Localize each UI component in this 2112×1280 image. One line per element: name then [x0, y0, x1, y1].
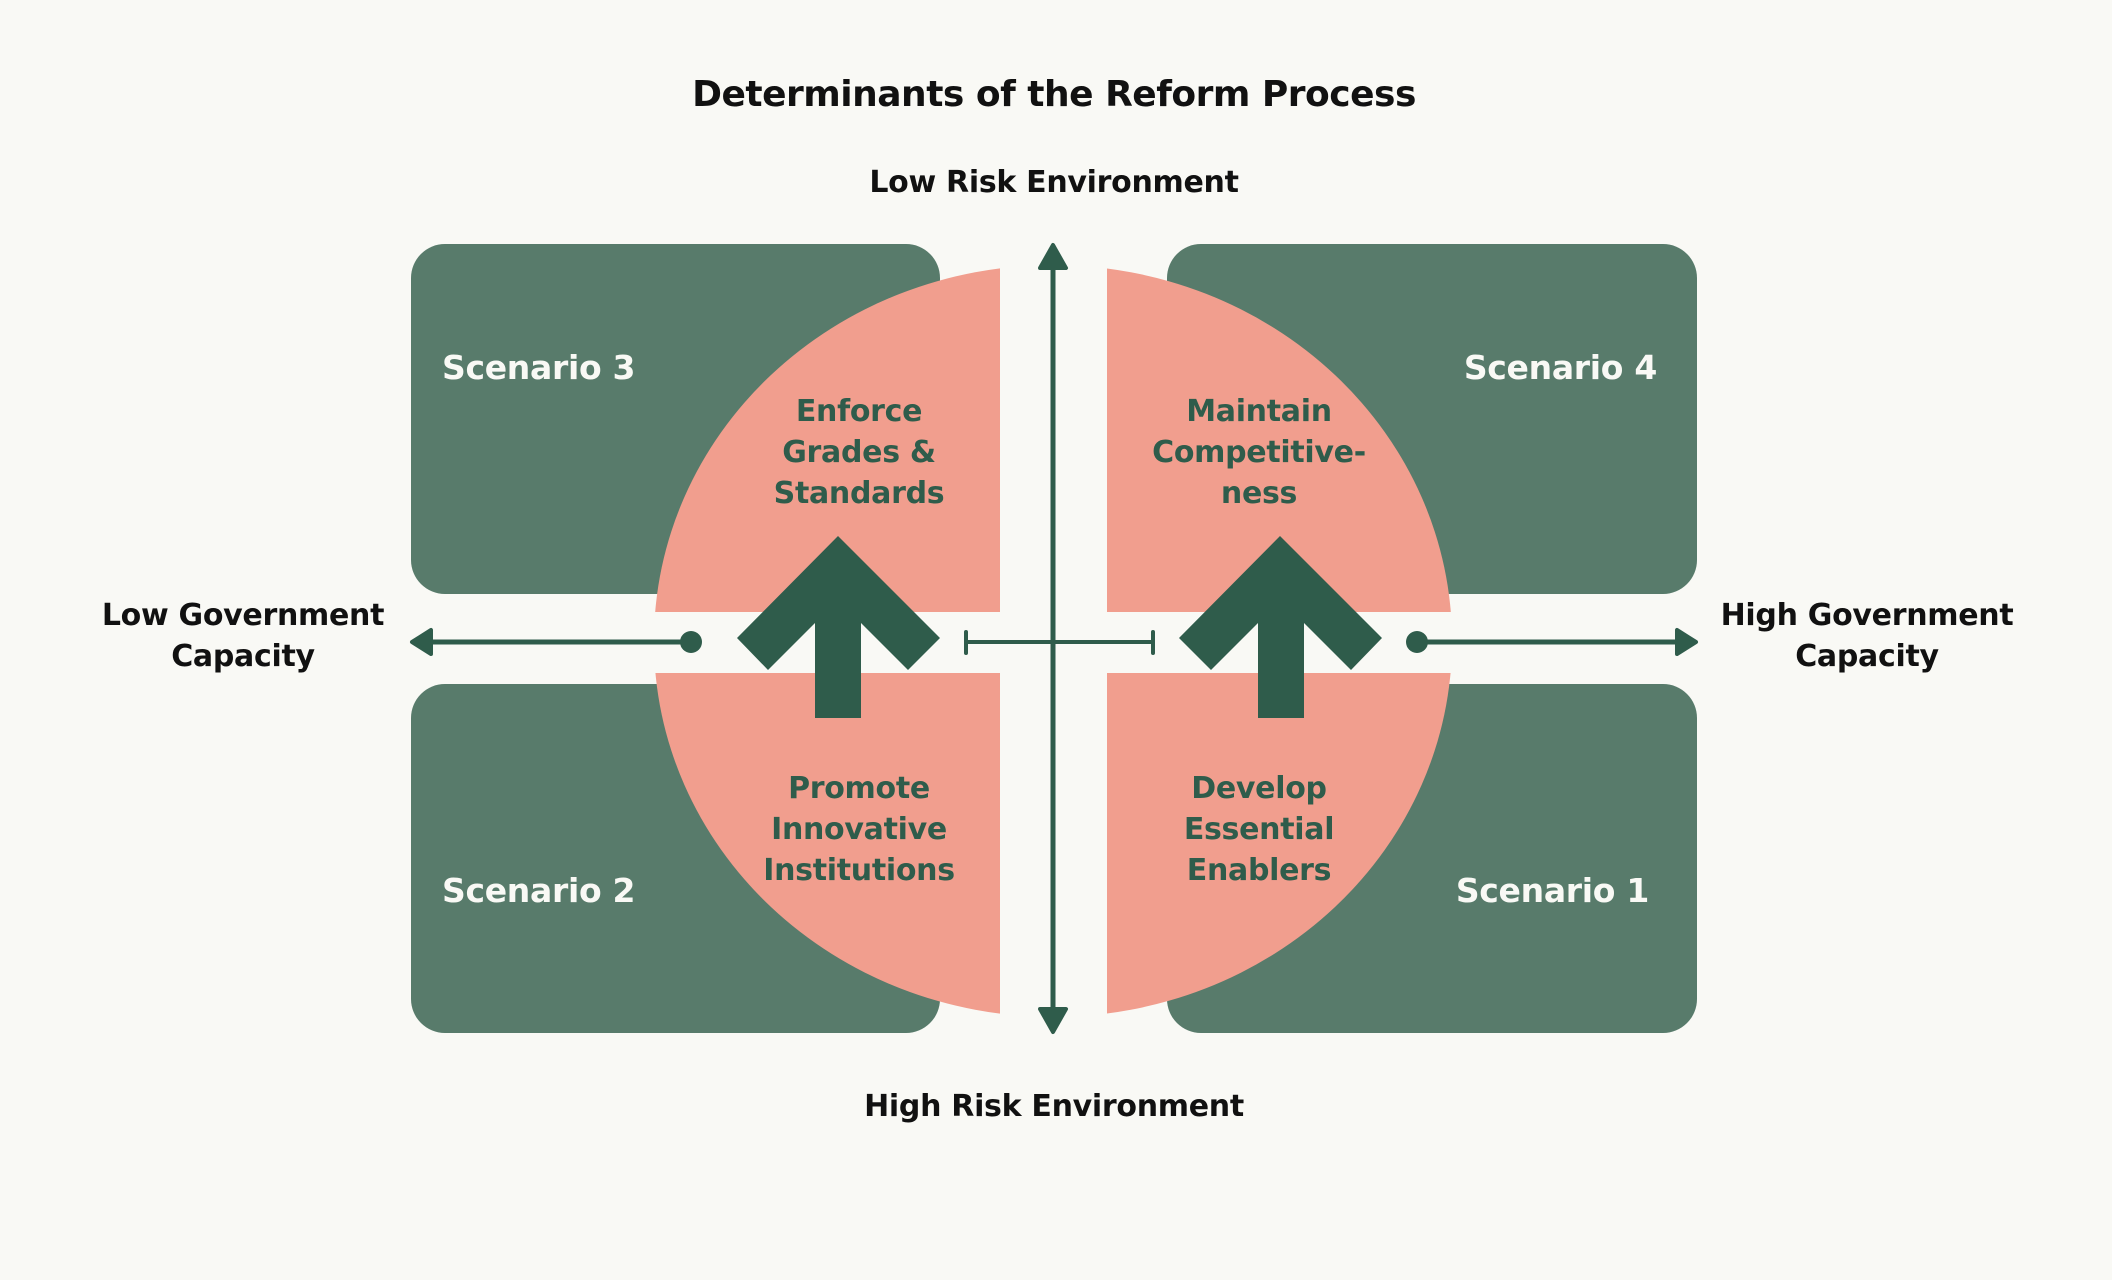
axis-label-top: Low Risk Environment [869, 165, 1238, 200]
scenario-label-4: Scenario 4 [1464, 348, 1657, 387]
axis-dot-icon [1406, 631, 1428, 653]
strategy-line: ness [1221, 476, 1297, 511]
arrow-right-icon [1675, 628, 1698, 656]
strategy-text-top-right: Maintain Competitive- ness [1152, 394, 1366, 511]
strategy-line: Enforce [796, 394, 922, 429]
arrow-up-icon [1038, 243, 1068, 270]
axis-label-left-line-1: Low Government [102, 598, 384, 633]
arrow-left-icon [410, 628, 433, 656]
strategy-text-bottom-left: Promote Innovative Institutions [763, 771, 955, 888]
strategy-quadrant-top-right [1107, 268, 1451, 612]
axis-label-right-line-1: High Government [1721, 598, 2014, 633]
center-range-bar [964, 630, 1155, 655]
strategy-line: Institutions [763, 853, 955, 888]
axis-label-left-line-2: Capacity [171, 639, 315, 674]
axis-dot-icon [680, 631, 702, 653]
risk-axis [1038, 243, 1068, 1034]
strategy-line: Develop [1191, 771, 1326, 806]
progress-arrow-up-icon-right [1179, 536, 1382, 718]
strategy-line: Essential [1184, 812, 1334, 847]
strategy-line: Maintain [1186, 394, 1332, 429]
capacity-axis-left [410, 628, 702, 656]
strategy-line: Innovative [771, 812, 947, 847]
strategy-line: Standards [774, 476, 945, 511]
strategy-text-top-left: Enforce Grades & Standards [774, 394, 945, 511]
strategy-line: Competitive- [1152, 435, 1366, 470]
strategy-line: Promote [788, 771, 930, 806]
strategy-quadrant-bottom-right [1107, 673, 1451, 1014]
diagram-title: Determinants of the Reform Process [692, 74, 1416, 115]
scenario-label-3: Scenario 3 [442, 348, 635, 387]
scenario-label-1: Scenario 1 [1456, 871, 1649, 910]
strategy-quadrant-bottom-left [655, 673, 1000, 1014]
axis-label-bottom: High Risk Environment [864, 1089, 1244, 1124]
strategy-line: Enablers [1187, 853, 1331, 888]
capacity-axis-right [1406, 628, 1698, 656]
axis-label-right-line-2: Capacity [1795, 639, 1939, 674]
scenario-label-2: Scenario 2 [442, 871, 635, 910]
axis-label-right: High Government Capacity [1721, 598, 2014, 674]
strategy-quadrant-top-left [655, 268, 1000, 612]
strategy-text-bottom-right: Develop Essential Enablers [1184, 771, 1335, 888]
axis-label-left: Low Government Capacity [102, 598, 385, 674]
arrow-down-icon [1038, 1007, 1068, 1034]
strategy-line: Grades & [782, 435, 936, 470]
progress-arrow-up-icon-left [737, 536, 940, 718]
